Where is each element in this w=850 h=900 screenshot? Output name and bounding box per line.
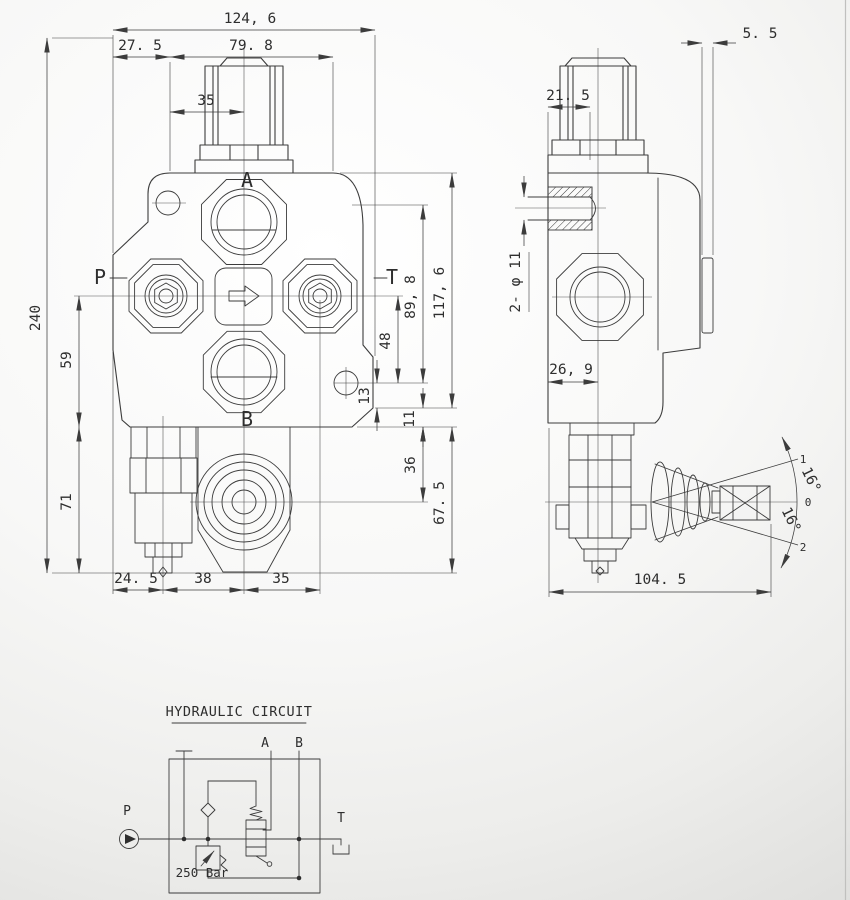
lever-bellows [650,461,771,543]
dim-89-8: 89, 8 [403,275,419,319]
front-dimensions: 124, 6 27. 5 79. 8 35 240 59 71 48 13 89… [28,11,457,594]
dim-5-5: 5. 5 [743,26,778,42]
dim-13: 13 [357,387,373,404]
front-view: A B P T [74,48,428,594]
circuit-boundary [168,758,321,894]
spool-valve-symbol [245,805,273,867]
dim-26-9: 26, 9 [549,362,593,378]
dimension-lines-side [521,40,772,595]
hydraulic-circuit: HYDRAULIC CIRCUIT A B P T [119,704,350,894]
circuit-port-p: P [123,804,131,819]
dim-36: 36 [403,456,419,473]
dim-angle-up: 16° [798,465,824,496]
dim-104-5: 104. 5 [634,572,686,588]
extension-lines-side [528,47,772,597]
junction-dots [181,836,302,881]
relief-valve-symbol [195,845,228,871]
pump-symbol [119,829,139,849]
port-p [128,258,204,334]
lever-swing-angles: 1 0 2 16° 16° [651,436,824,569]
port-a-label: A [241,168,253,192]
circuit-lines [138,750,350,879]
port-a [201,179,287,265]
dim-cap-width: 35 [197,93,214,109]
dim-total-height: 240 [28,305,44,331]
relief-valve-front [129,426,198,578]
side-dimensions: 21. 5 5. 5 2- φ 11 26, 9 104. 5 [508,26,777,597]
dimension-lines-front [44,27,455,593]
circuit-port-b: B [295,736,303,751]
circuit-port-t: T [337,811,345,826]
port-p-label: P [94,265,106,289]
dim-left-offset: 27. 5 [118,38,162,54]
dim-117-6: 117, 6 [432,267,448,319]
dim-11: 11 [402,410,418,427]
dim-71: 71 [59,493,75,510]
lever-pos-1: 1 [800,453,807,466]
side-view: 1 0 2 16° 16° [515,48,824,583]
dim-body-width: 79. 8 [229,38,273,54]
port-t-label: T [386,265,398,289]
check-valve-symbol [200,802,216,818]
port-b [202,330,286,414]
lever-pos-0: 0 [805,496,812,509]
dim-total-width: 124, 6 [224,11,276,27]
extension-lines-front [52,35,457,594]
dim-38: 38 [194,571,211,587]
dim-21-5: 21. 5 [546,88,590,104]
dim-59: 59 [59,351,75,368]
circuit-title: HYDRAULIC CIRCUIT [166,704,313,720]
port-t [282,258,358,334]
dim-35b: 35 [272,571,289,587]
mounting-hole-section [527,186,596,231]
flow-arrow [214,267,273,326]
mounting-plate [701,257,714,334]
dim-mount-holes: 2- φ 11 [508,251,524,312]
valve-body-side [547,172,701,424]
dim-48: 48 [378,332,394,349]
dim-angle-down: 16° [778,505,804,536]
valve-body-front [112,172,374,428]
dim-24-5: 24. 5 [114,571,158,587]
lever-pos-2: 2 [800,541,807,554]
side-port [556,253,644,341]
port-b-label: B [241,407,253,431]
bottom-cover [195,426,293,573]
dim-67-5: 67. 5 [432,481,448,525]
relief-valve-side [555,422,647,576]
circuit-port-a: A [261,736,269,751]
mounting-hole-front [155,190,181,216]
relief-pressure-label: 250 Bar [176,865,229,880]
